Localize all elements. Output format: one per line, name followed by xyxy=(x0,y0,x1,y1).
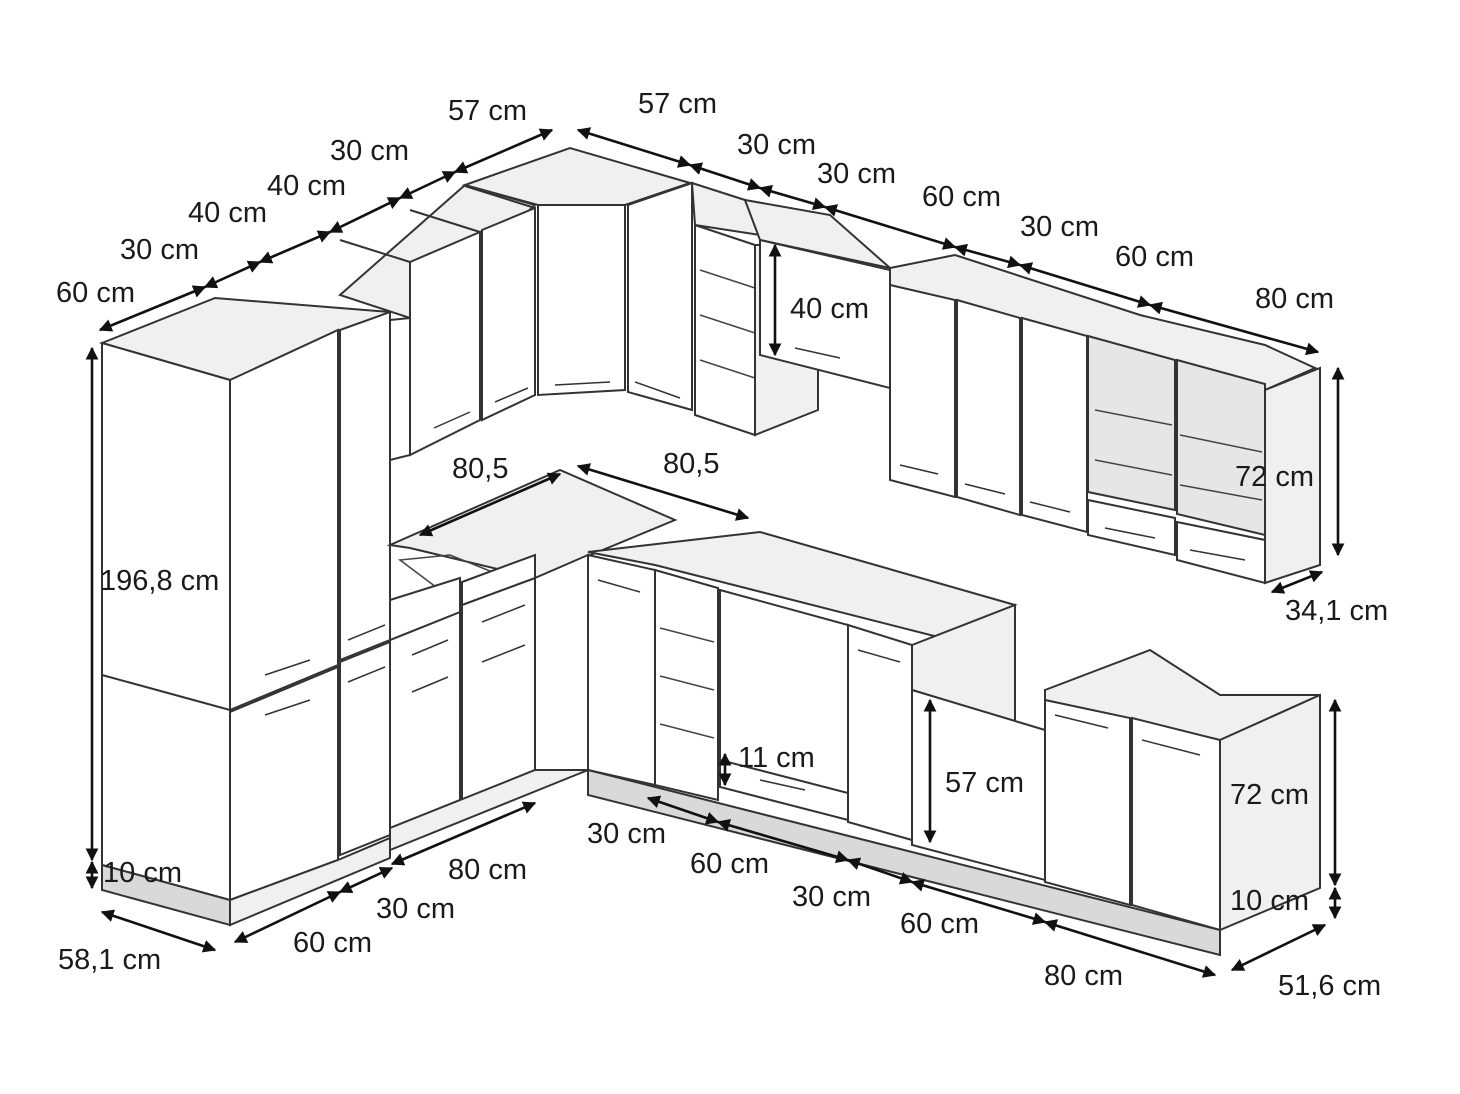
label-base-left-30: 30 cm xyxy=(376,893,455,925)
wall-handle xyxy=(899,464,939,475)
base-handle xyxy=(857,649,901,663)
base-handle xyxy=(411,676,449,693)
label-tall-depth: 58,1 cm xyxy=(58,944,161,976)
wall-handle xyxy=(794,347,841,359)
label-top-30-e: 30 cm xyxy=(1020,211,1099,243)
base-handle xyxy=(1141,739,1201,756)
label-base-60-a: 60 cm xyxy=(690,848,769,880)
base-handle xyxy=(1054,714,1109,729)
label-base-plinth: 10 cm xyxy=(1230,885,1309,917)
wall-handle xyxy=(1104,527,1156,539)
label-top-60-c: 60 cm xyxy=(1115,241,1194,273)
label-drawer-11: 11 cm xyxy=(738,742,815,774)
base-cabinets-right xyxy=(587,530,1321,957)
label-base-60-b: 60 cm xyxy=(900,908,979,940)
wall-handle xyxy=(554,381,611,386)
wall-cabinets-right xyxy=(889,253,1321,585)
base-handle xyxy=(481,604,526,623)
label-base-depth: 51,6 cm xyxy=(1278,970,1381,1002)
label-tall-height: 196,8 cm xyxy=(100,565,219,597)
label-wall-40: 40 cm xyxy=(790,293,869,325)
label-top-40-b: 40 cm xyxy=(188,197,267,229)
tall-handle xyxy=(347,624,386,641)
tall-cabinets xyxy=(98,296,391,927)
label-base-80: 80 cm xyxy=(1044,960,1123,992)
label-tall-plinth: 10 cm xyxy=(103,857,182,889)
wall-corner-cabinet xyxy=(461,146,694,412)
tall-handle xyxy=(264,659,311,676)
label-dish-57: 57 cm xyxy=(945,767,1024,799)
label-wall-depth: 34,1 cm xyxy=(1285,595,1388,627)
label-top-30-d: 30 cm xyxy=(817,158,896,190)
tall-handle xyxy=(264,699,311,716)
label-base-30: 30 cm xyxy=(587,818,666,850)
label-base-left-80: 80 cm xyxy=(448,854,527,886)
wall-handle xyxy=(1189,549,1246,561)
label-top-57-right: 57 cm xyxy=(638,88,717,120)
wall-handle xyxy=(494,387,529,403)
label-top-80: 80 cm xyxy=(1255,283,1334,315)
wall-handle xyxy=(433,411,471,429)
tall-handle xyxy=(347,666,386,683)
base-handle xyxy=(481,644,526,663)
label-top-60-left: 60 cm xyxy=(56,277,135,309)
wall-handle xyxy=(1029,501,1071,513)
label-wall-72: 72 cm xyxy=(1235,461,1314,493)
dimension-labels: 57 cm 57 cm 30 cm 40 cm 40 cm 30 cm 60 c… xyxy=(56,88,1388,1002)
base-handle xyxy=(597,579,641,593)
label-top-57-left: 57 cm xyxy=(448,95,527,127)
label-base-72: 72 cm xyxy=(1230,779,1309,811)
label-corner-a: 80,5 xyxy=(452,453,508,485)
label-top-40-a: 40 cm xyxy=(267,170,346,202)
wall-flap-cabinet xyxy=(743,198,894,390)
label-corner-b: 80,5 xyxy=(663,448,719,480)
base-handle xyxy=(759,779,806,791)
label-top-30-a: 30 cm xyxy=(330,135,409,167)
label-top-60-b: 60 cm xyxy=(922,181,1001,213)
label-base-30-b: 30 cm xyxy=(792,881,871,913)
wall-handle xyxy=(964,483,1006,495)
wall-handle xyxy=(634,381,681,399)
wall-cabinets-left xyxy=(338,183,538,462)
base-handle xyxy=(411,639,449,656)
dimension-lines xyxy=(85,127,1345,978)
label-base-left-60: 60 cm xyxy=(293,927,372,959)
label-top-30-c: 30 cm xyxy=(737,129,816,161)
label-top-30-b: 30 cm xyxy=(120,234,199,266)
